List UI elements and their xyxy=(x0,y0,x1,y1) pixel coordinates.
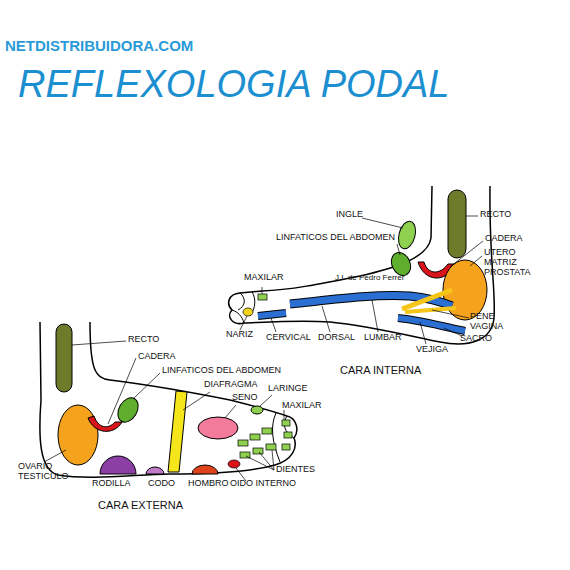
outer-foot xyxy=(40,322,297,481)
zone-label: RODILLA xyxy=(92,479,131,489)
cervical-outline xyxy=(258,313,286,316)
zone-laringe xyxy=(251,406,263,414)
zone-label: CADERA xyxy=(138,352,176,362)
zone-label: SACRO xyxy=(460,334,492,344)
zone-label: LINFATICOS DEL ABDOMEN xyxy=(162,366,281,376)
zone-label: LINFATICOS DEL ABDOMEN xyxy=(276,233,395,243)
view-caption: CARA EXTERNA xyxy=(98,499,183,511)
zone-label: CODO xyxy=(148,479,175,489)
view-caption: CARA INTERNA xyxy=(340,364,421,376)
zone-toes xyxy=(238,420,292,458)
zone-label: CADERA xyxy=(485,234,523,244)
zone-label: LARINGE xyxy=(268,384,308,394)
zone-label: LUMBAR xyxy=(364,333,402,343)
zone-label: MAXILAR xyxy=(282,401,322,411)
zone-codo xyxy=(146,467,164,474)
zone-hombro xyxy=(192,465,218,474)
inner-foot xyxy=(229,186,495,344)
zone-label: SENO xyxy=(232,393,258,403)
zone-recto xyxy=(56,324,72,392)
zone-nariz xyxy=(243,308,253,316)
zone-recto xyxy=(448,190,466,258)
zone-label: VEJIGA xyxy=(416,345,448,355)
zone-label: HOMBRO xyxy=(188,479,229,489)
zone-label: NARIZ xyxy=(226,330,253,340)
site-watermark: NETDISTRIBUIDORA.COM xyxy=(5,38,193,55)
author-credit: J.I. de Pedro Ferrer xyxy=(335,274,404,283)
leader-lines xyxy=(240,216,483,344)
zone-label: UTERO MATRIZ PROSTATA xyxy=(484,248,530,278)
zone-lymph xyxy=(114,394,143,426)
toe-lines xyxy=(232,292,255,323)
zone-label: DORSAL xyxy=(318,333,355,343)
zone-diafragma xyxy=(168,391,187,472)
foot-outline xyxy=(40,322,297,477)
zone-oido xyxy=(228,460,240,468)
zone-vejiga xyxy=(398,318,465,331)
zone-sacro xyxy=(402,290,452,309)
zone-label: INGLE xyxy=(336,210,363,220)
zone-ovario xyxy=(58,405,98,465)
foot-outline xyxy=(229,186,495,344)
toe-lines xyxy=(273,413,294,462)
bladder-outline xyxy=(398,318,465,331)
zone-label: OIDO INTERNO xyxy=(230,479,296,489)
zone-label: CERVICAL xyxy=(266,333,311,343)
zone-label: OVARIO TESTICULO xyxy=(18,462,62,482)
zone-cadera xyxy=(88,416,122,431)
zone-pene xyxy=(405,308,456,312)
zone-label: RECTO xyxy=(128,335,159,345)
chart-title: REFLEXOLOGIA PODAL xyxy=(18,64,450,106)
zone-cervical xyxy=(258,313,286,316)
zone-label: PENE VAGINA xyxy=(470,312,510,332)
zone-rodilla xyxy=(100,456,136,474)
zone-seno xyxy=(198,417,238,439)
zone-label: RECTO xyxy=(480,210,511,220)
zone-label: DIENTES xyxy=(276,465,315,475)
zone-label: MAXILAR xyxy=(244,273,284,283)
zone-maxilar xyxy=(258,294,267,300)
zone-ingle xyxy=(396,219,419,250)
leader-lines xyxy=(44,341,284,481)
zone-label: DIAFRAGMA xyxy=(204,380,258,390)
